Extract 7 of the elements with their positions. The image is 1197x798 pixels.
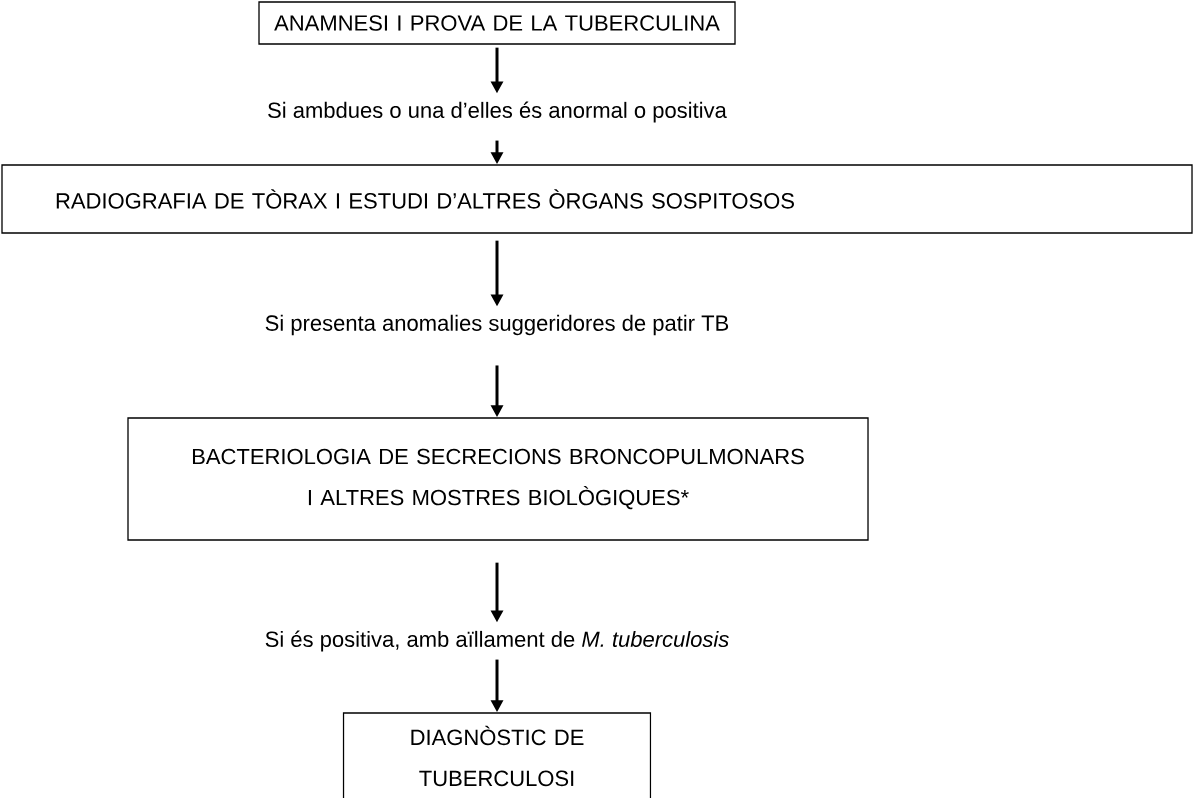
condition-text: Si presenta anomalies suggeridores de patir TB (265, 314, 729, 336)
condition-text: Si ambdues o una d’elles és anormal o positiva (268, 101, 727, 123)
process-box: DIAGNÒSTIC DE TUBERCULOSI (342, 712, 652, 798)
process-box: RADIOGRAFIA DE TÒRAX I ESTUDI D’ALTRES ÒRGANS SOSPITOSOS (1, 164, 1193, 234)
condition-text: Si és positiva, amb aïllament de M. tuberculosis (265, 630, 729, 652)
process-box: BACTERIOLOGIA DE SECRECIONS BRONCOPULMONARS I ALTRES MOSTRES BIOLÒGIQUES* (127, 417, 869, 541)
process-box: ANAMNESI I PROVA DE LA TUBERCULINA (258, 1, 736, 45)
